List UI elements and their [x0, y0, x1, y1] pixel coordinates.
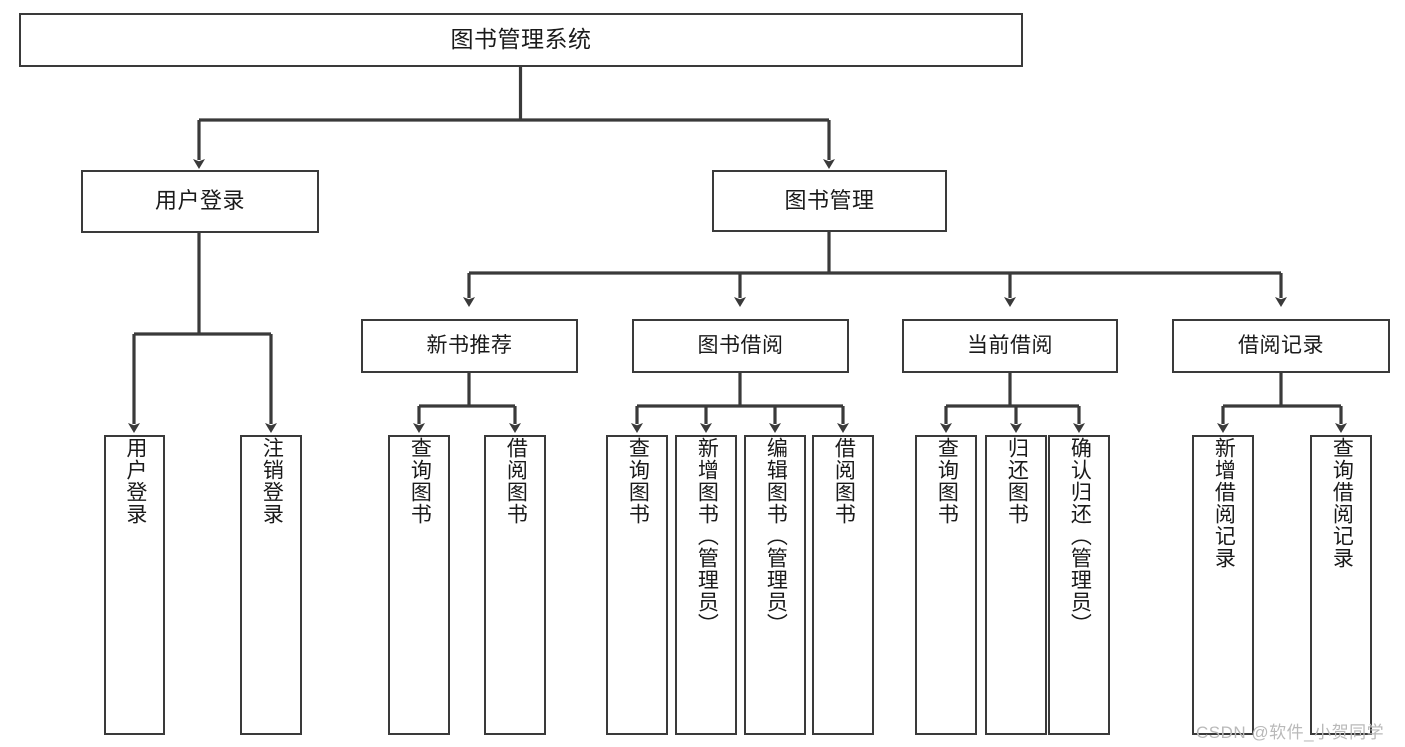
- node-new-book-recommend[interactable]: 新书推荐: [361, 319, 578, 373]
- node-label: 用户登录: [154, 188, 245, 214]
- node-label: 查询图书: [935, 437, 959, 525]
- node-book-borrow[interactable]: 图书借阅: [632, 319, 849, 373]
- node-label: 当前借阅: [967, 334, 1053, 358]
- leaf-logout[interactable]: 注销登录: [240, 435, 302, 735]
- node-user-login[interactable]: 用户登录: [81, 170, 319, 233]
- node-root-book-management-system[interactable]: 图书管理系统: [19, 13, 1023, 67]
- node-label: 确认归还（管理员）: [1068, 437, 1092, 635]
- csdn-watermark: CSDN @软件_小贺同学: [1196, 723, 1385, 742]
- node-label: 图书借阅: [697, 334, 784, 358]
- node-label: 注销登录: [260, 437, 284, 525]
- leaf-confirm-return-admin[interactable]: 确认归还（管理员）: [1048, 435, 1110, 735]
- leaf-user-login[interactable]: 用户登录: [104, 435, 165, 735]
- node-label: 借阅图书: [504, 437, 528, 525]
- leaf-edit-book-admin[interactable]: 编辑图书（管理员）: [744, 435, 806, 735]
- node-book-management[interactable]: 图书管理: [712, 170, 947, 232]
- leaf-return-book[interactable]: 归还图书: [985, 435, 1047, 735]
- leaf-borrow-book-recommend[interactable]: 借阅图书: [484, 435, 546, 735]
- node-borrow-record[interactable]: 借阅记录: [1172, 319, 1390, 373]
- leaf-add-borrow-record[interactable]: 新增借阅记录: [1192, 435, 1254, 735]
- node-label: 用户登录: [123, 437, 147, 525]
- node-label: 新书推荐: [426, 334, 513, 358]
- node-label: 归还图书: [1005, 437, 1029, 525]
- node-label: 借阅记录: [1238, 334, 1324, 358]
- node-label: 查询借阅记录: [1330, 437, 1354, 569]
- leaf-query-borrow-record[interactable]: 查询借阅记录: [1310, 435, 1372, 735]
- node-current-borrow[interactable]: 当前借阅: [902, 319, 1118, 373]
- node-label: 查询图书: [626, 437, 650, 525]
- node-label: 编辑图书（管理员）: [764, 437, 788, 635]
- node-label: 新增图书（管理员）: [695, 437, 719, 635]
- node-label: 查询图书: [408, 437, 432, 525]
- leaf-query-book-borrow[interactable]: 查询图书: [606, 435, 668, 735]
- leaf-add-book-admin[interactable]: 新增图书（管理员）: [675, 435, 737, 735]
- leaf-borrow-book[interactable]: 借阅图书: [812, 435, 874, 735]
- node-label: 图书管理: [784, 187, 875, 213]
- leaf-query-book-current[interactable]: 查询图书: [915, 435, 977, 735]
- node-label: 借阅图书: [832, 437, 856, 525]
- node-label: 新增借阅记录: [1212, 437, 1236, 569]
- node-label: 图书管理系统: [450, 26, 592, 53]
- leaf-query-book-recommend[interactable]: 查询图书: [388, 435, 450, 735]
